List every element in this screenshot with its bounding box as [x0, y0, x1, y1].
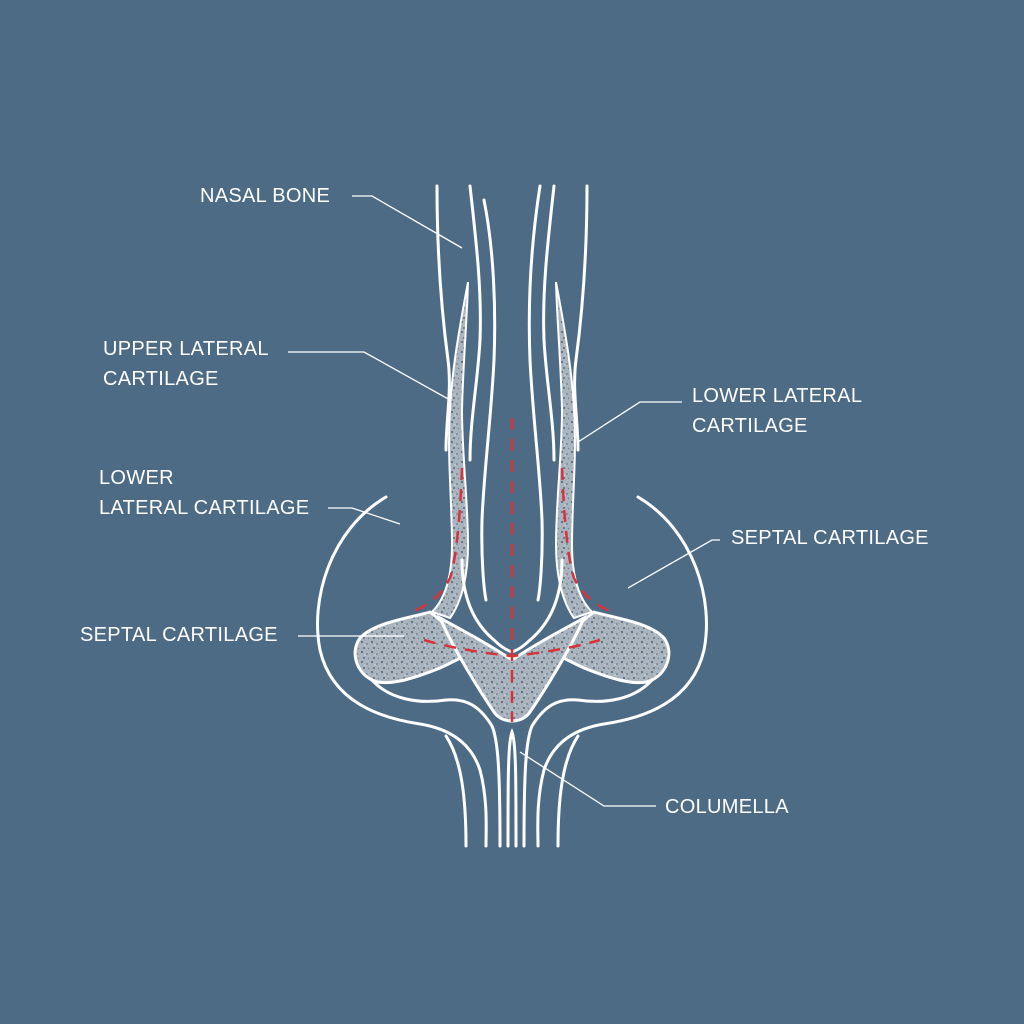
right-nostril-curve: [524, 680, 652, 846]
lower-left-leg: [446, 736, 466, 846]
left-nostril-curve: [372, 680, 500, 846]
label-septal-cartilage-right: SEPTAL CARTILAGE: [731, 523, 929, 553]
leader-nasal-bone: [352, 196, 462, 248]
label-lower-lateral-cartilage-left: LOWER LATERAL CARTILAGE: [99, 463, 309, 523]
left-nasal-bone-inner: [470, 186, 480, 460]
label-upper-lateral-cartilage: UPPER LATERAL CARTILAGE: [103, 334, 269, 394]
label-columella: COLUMELLA: [665, 792, 789, 822]
columella-arch: [508, 732, 516, 846]
label-nasal-bone: NASAL BONE: [200, 181, 330, 211]
label-septal-cartilage-left: SEPTAL CARTILAGE: [80, 620, 278, 650]
right-nasal-bone-outer: [575, 186, 587, 450]
left-inner-channel: [529, 186, 542, 600]
leader-lower-lateral-left: [328, 508, 400, 524]
label-lower-lateral-cartilage-right: LOWER LATERAL CARTILAGE: [692, 381, 862, 441]
left-nasal-bone-outer: [437, 186, 449, 450]
leader-upper-lateral: [288, 352, 450, 400]
lower-right-leg: [558, 736, 578, 846]
incision-lines: [412, 418, 612, 722]
leader-septal-right: [628, 540, 720, 588]
right-inner-channel: [482, 200, 495, 600]
leader-lower-lateral-right: [578, 402, 682, 442]
right-nasal-bone-inner: [544, 186, 554, 460]
